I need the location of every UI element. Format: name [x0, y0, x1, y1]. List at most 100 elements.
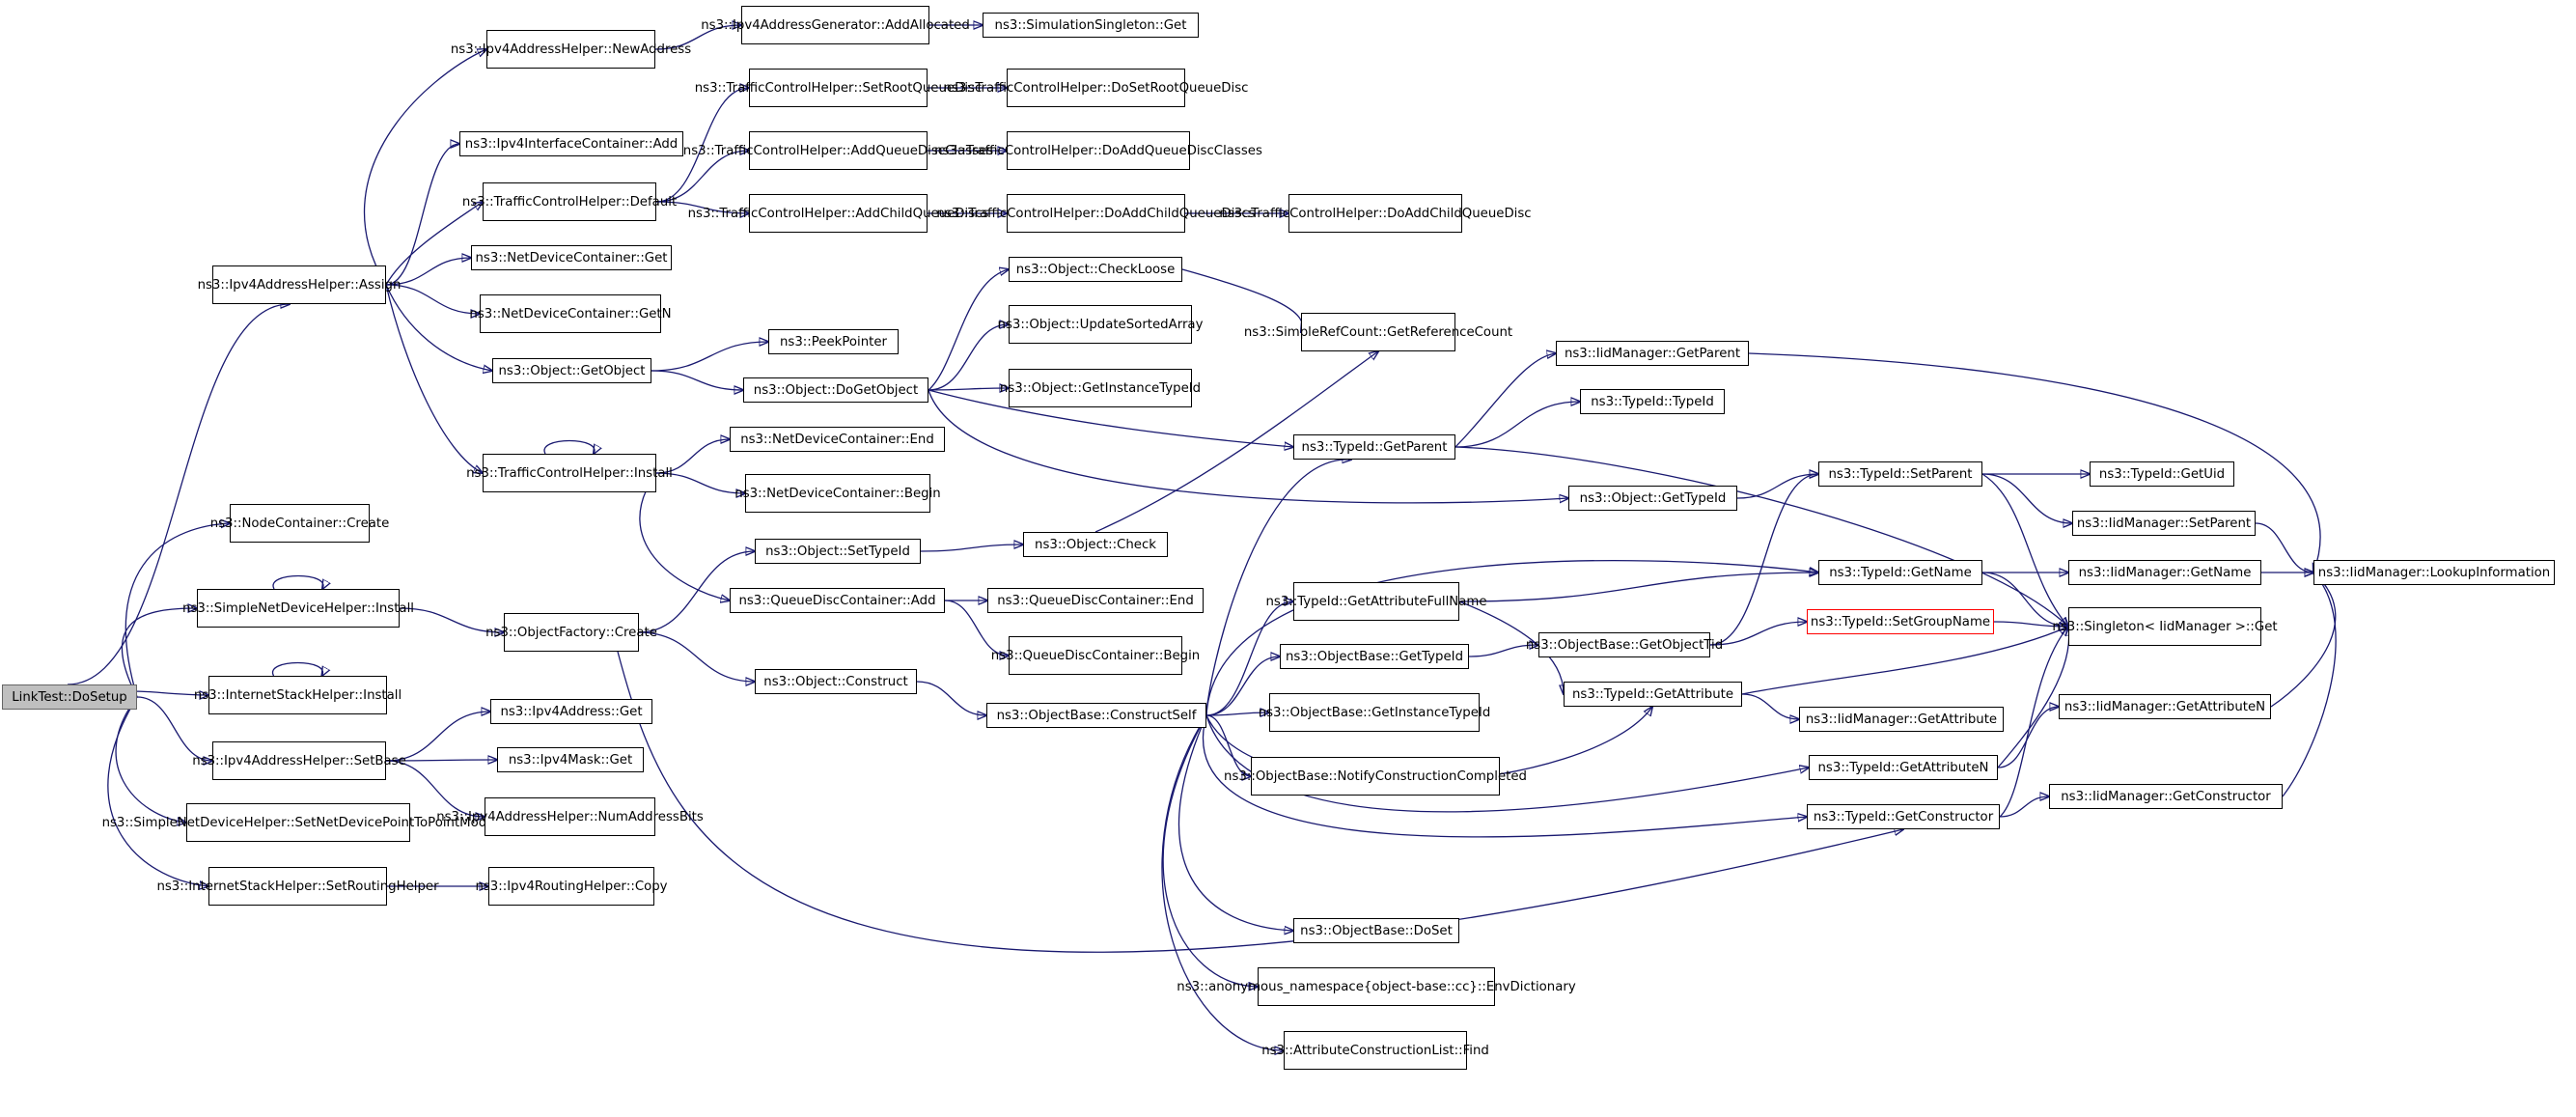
node-qdc-add[interactable]: ns3::QueueDiscContainer::Add — [730, 588, 945, 613]
node-tch-addqdclasses[interactable]: ns3::TrafficControlHelper::AddQueueDiscC… — [683, 131, 993, 170]
node-obj-dogetobject[interactable]: ns3::Object::DoGetObject — [743, 377, 928, 403]
node-iidm-getparent[interactable]: ns3::IidManager::GetParent — [1556, 341, 1749, 366]
node-ndc-end[interactable]: ns3::NetDeviceContainer::End — [730, 427, 945, 452]
node-obj-gettypeid[interactable]: ns3::Object::GetTypeId — [1568, 486, 1737, 511]
node-ipv4ifc-add[interactable]: ns3::Ipv4InterfaceContainer::Add — [459, 131, 683, 156]
call-edge-objbase-constructself-to-objbase-gettypeid — [1205, 656, 1280, 716]
node-label-line: ns3::QueueDiscContainer::End — [997, 593, 1194, 608]
call-edge-obj-dogetobject-to-obj-checkloose — [928, 269, 1009, 391]
node-src-getrefcount[interactable]: ns3::SimpleRefCount::GetReferenceCount — [1244, 313, 1512, 351]
node-objbase-constructself[interactable]: ns3::ObjectBase::ConstructSelf — [986, 703, 1206, 728]
node-snd-install[interactable]: ns3::SimpleNetDeviceHelper::Install — [182, 589, 414, 628]
node-ish-install[interactable]: ns3::InternetStackHelper::Install — [194, 676, 402, 714]
node-obj-getobject[interactable]: ns3::Object::GetObject — [492, 358, 651, 383]
node-objbase-doset[interactable]: ns3::ObjectBase::DoSet — [1293, 918, 1459, 943]
node-tid-getuid[interactable]: ns3::TypeId::GetUid — [2090, 461, 2234, 487]
node-label-line: ns3::TypeId::GetAttribute — [1265, 594, 1427, 609]
node-simsingleton-get[interactable]: ns3::SimulationSingleton::Get — [983, 13, 1199, 38]
node-tch-install[interactable]: ns3::TrafficControlHelper::Install — [466, 454, 673, 492]
node-qdc-end[interactable]: ns3::QueueDiscContainer::End — [987, 588, 1204, 613]
node-ipv4rh-copy[interactable]: ns3::Ipv4RoutingHelper::Copy — [475, 867, 668, 906]
node-obj-check[interactable]: ns3::Object::Check — [1023, 532, 1168, 557]
node-label-line: ns3::Object::GetInstance — [999, 380, 1160, 396]
node-tid-getattributen[interactable]: ns3::TypeId::GetAttributeN — [1809, 755, 1998, 780]
node-label-line: ::NewAddress — [603, 42, 692, 57]
node-objbase-getobjecttid[interactable]: ns3::ObjectBase::GetObjectTid — [1526, 632, 1723, 657]
node-obj-checkloose[interactable]: ns3::Object::CheckLoose — [1009, 257, 1182, 282]
node-tch-dosetroot[interactable]: ns3::TrafficControlHelper::DoSetRootQueu… — [944, 69, 1248, 107]
node-ndc-begin[interactable]: ns3::NetDeviceContainer::Begin — [734, 474, 941, 513]
node-ndc-get[interactable]: ns3::NetDeviceContainer::Get — [471, 245, 672, 270]
node-label-line: ns3::Ipv4InterfaceContainer::Add — [464, 136, 679, 152]
node-ndc-getn[interactable]: ns3::NetDeviceContainer::GetN — [469, 294, 672, 333]
node-tid-setparent[interactable]: ns3::TypeId::SetParent — [1818, 461, 1982, 487]
call-edge-tid-getattributen-to-iidm-getattributen — [1997, 707, 2059, 768]
call-edge-obj-dogetobject-to-obj-getinstancetid — [928, 388, 1009, 390]
node-singleton-get[interactable]: ns3::Singleton< IidManager >::Get — [2052, 607, 2278, 646]
node-tid-getconstructor[interactable]: ns3::TypeId::GetConstructor — [1807, 804, 2000, 829]
node-obj-settypeid[interactable]: ns3::Object::SetTypeId — [755, 539, 921, 564]
node-label-line: ns3::Object::DoGetObject — [753, 382, 919, 398]
node-iidm-getconstructor[interactable]: ns3::IidManager::GetConstructor — [2049, 784, 2283, 809]
node-anon-envdict[interactable]: ns3::anonymous_namespace{object-base::cc… — [1177, 967, 1576, 1006]
node-tch-doaddchild[interactable]: ns3::TrafficControlHelper::DoAddChildQue… — [936, 194, 1256, 233]
node-tch-addchild[interactable]: ns3::TrafficControlHelper::AddChildQueue… — [688, 194, 988, 233]
node-tid-setgroupname[interactable]: ns3::TypeId::SetGroupName — [1807, 609, 1994, 634]
node-label-line: List::Find — [1431, 1043, 1489, 1058]
node-tch-setroot[interactable]: ns3::TrafficControlHelper::SetRootQueueD… — [695, 69, 982, 107]
call-edge-snd-install-to-snd-install — [272, 574, 323, 590]
node-ipv4ah-numbits[interactable]: ns3::Ipv4AddressHelper::NumAddressBits — [436, 797, 704, 836]
node-tid-getname[interactable]: ns3::TypeId::GetName — [1818, 560, 1982, 585]
node-label-line: ns3::NetDeviceContainer::Get — [475, 250, 668, 265]
node-label-line: ::Create — [605, 625, 657, 640]
node-tid-getattribute[interactable]: ns3::TypeId::GetAttribute — [1564, 682, 1742, 707]
node-qdc-begin[interactable]: ns3::QueueDiscContainer::Begin — [991, 636, 1200, 675]
node-label-line: ns3::TrafficControlHelper — [936, 206, 1096, 221]
node-tch-doaddchildqd[interactable]: ns3::TrafficControlHelper::DoAddChildQue… — [1219, 194, 1532, 233]
node-label-line: ::GetReferenceCount — [1378, 324, 1513, 340]
node-label-line: ns3::Ipv4Mask::Get — [508, 752, 633, 768]
node-iidm-getattributen[interactable]: ns3::IidManager::GetAttributeN — [2059, 694, 2271, 719]
call-edge-objbase-getobjecttid-to-tid-setparent — [1709, 474, 1818, 646]
node-peekpointer[interactable]: ns3::PeekPointer — [768, 329, 899, 354]
node-objbase-gettypeid[interactable]: ns3::ObjectBase::GetTypeId — [1280, 644, 1469, 669]
node-ipv4ag-addalloc[interactable]: ns3::Ipv4AddressGenerator::AddAllocated — [701, 6, 970, 44]
node-iidm-setparent[interactable]: ns3::IidManager::SetParent — [2072, 511, 2256, 536]
node-nodecont-create[interactable]: ns3::NodeContainer::Create — [210, 504, 389, 543]
node-obj-construct[interactable]: ns3::Object::Construct — [755, 669, 917, 694]
node-label-line: ns3::NetDeviceContainer — [734, 486, 896, 501]
node-snd-setp2p[interactable]: ns3::SimpleNetDeviceHelper::SetNetDevice… — [102, 803, 494, 842]
node-ipv4ah-newaddr[interactable]: ns3::Ipv4AddressHelper::NewAddress — [451, 30, 691, 69]
call-edge-tid-getparent-to-tid-typeid — [1454, 402, 1580, 448]
node-dosetup[interactable]: LinkTest::DoSetup — [2, 684, 137, 710]
node-ipv4ah-setbase[interactable]: ns3::Ipv4AddressHelper::SetBase — [192, 741, 406, 780]
call-edge-objbase-constructself-to-anon-envdict — [1162, 714, 1258, 987]
node-iidm-lookupinfo[interactable]: ns3::IidManager::LookupInformation — [2313, 560, 2555, 585]
node-label-line: ns3::ObjectBase::ConstructSelf — [996, 708, 1197, 723]
node-iidm-getattribute[interactable]: ns3::IidManager::GetAttribute — [1799, 707, 2004, 732]
node-tid-getparent[interactable]: ns3::TypeId::GetParent — [1293, 434, 1455, 460]
node-label-line: ns3::ObjectFactory — [485, 625, 606, 640]
node-label-line: ::Create — [338, 516, 390, 531]
node-ipv4ah-assign[interactable]: ns3::Ipv4AddressHelper::Assign — [198, 265, 401, 304]
call-edge-objfactory-create-to-obj-construct — [638, 631, 755, 682]
node-iidm-getname[interactable]: ns3::IidManager::GetName — [2068, 560, 2261, 585]
node-label-line: ns3::IidManager::LookupInformation — [2317, 565, 2551, 580]
call-edge-obj-check-to-src-getrefcount — [1094, 351, 1378, 533]
node-objfactory-create[interactable]: ns3::ObjectFactory::Create — [485, 613, 657, 652]
node-tch-default[interactable]: ns3::TrafficControlHelper::Default — [462, 182, 677, 221]
node-ipv4mask-get[interactable]: ns3::Ipv4Mask::Get — [497, 747, 644, 772]
node-ish-setrouting[interactable]: ns3::InternetStackHelper::SetRoutingHelp… — [156, 867, 439, 906]
node-ipv4addr-get[interactable]: ns3::Ipv4Address::Get — [490, 699, 652, 724]
node-label-line: ns3::TrafficControlHelper — [694, 80, 854, 96]
call-edge-tch-install-to-qdc-add — [639, 472, 730, 600]
call-edge-ish-install-to-ish-install — [271, 661, 323, 677]
node-tid-typeid[interactable]: ns3::TypeId::TypeId — [1580, 389, 1725, 414]
node-tch-doaddqdclasses[interactable]: ns3::TrafficControlHelper::DoAddQueueDis… — [934, 131, 1262, 170]
